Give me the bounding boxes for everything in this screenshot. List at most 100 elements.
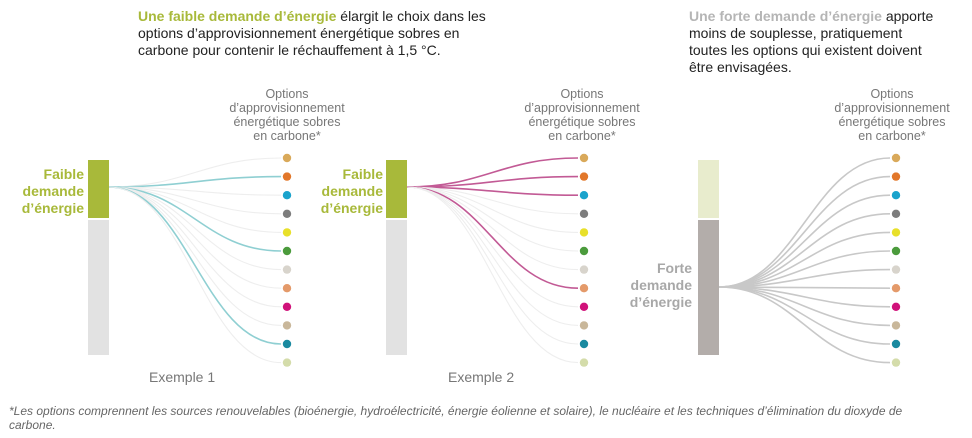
example-1-connection-line-8 xyxy=(108,186,282,289)
example-2-connection-line-1 xyxy=(406,157,579,188)
options-label-line: Options xyxy=(265,87,309,101)
example-1-connection-line-7 xyxy=(108,186,282,271)
example-2-connection-line-7 xyxy=(406,186,579,271)
example-2-connection-line-2 xyxy=(406,175,579,188)
demand-label-line: demande xyxy=(321,183,383,199)
example-1-connection-line-12 xyxy=(108,186,282,364)
demand-label-line: demande xyxy=(22,183,84,199)
demand-label-line: Faible xyxy=(43,166,84,182)
options-label-line: d’approvisionnement xyxy=(229,101,345,115)
high-demand-connection-line-6 xyxy=(718,250,891,288)
high-demand-bar-upper xyxy=(698,160,719,218)
high-demand-connection-line-11 xyxy=(718,286,891,345)
options-label-3: Options d’approvisionnement énergétique … xyxy=(812,87,972,143)
example-2-connection-line-3 xyxy=(406,186,579,196)
demand-label-line: Forte xyxy=(657,260,692,276)
example-1-option-dot-3 xyxy=(282,191,292,200)
example-1-option-dot-12 xyxy=(282,358,292,367)
high-demand-option-dot-1 xyxy=(891,153,901,163)
high-demand-option-dot-11 xyxy=(891,339,901,349)
example-1-connection-line-11 xyxy=(108,186,282,345)
caption-low-demand-highlight: Une faible demande d’énergie xyxy=(138,8,337,24)
low-demand-label-2: Faible demande d’énergie xyxy=(303,166,383,217)
example-2-option-dot-3 xyxy=(579,191,589,200)
options-label-line: énergétique sobres xyxy=(528,115,636,129)
example-1-connection-line-4 xyxy=(108,186,282,215)
options-label-line: Options xyxy=(560,87,604,101)
example-2-option-dot-12 xyxy=(579,358,589,367)
caption-low-demand: Une faible demande d’énergie élargit le … xyxy=(138,8,498,59)
example-2-option-dot-2 xyxy=(579,172,589,181)
high-demand-connection-line-5 xyxy=(718,231,891,288)
high-demand-option-dot-12 xyxy=(891,358,901,367)
example-2-option-dot-5 xyxy=(579,228,589,237)
example-1-option-dot-10 xyxy=(282,321,292,330)
high-demand-connection-line-12 xyxy=(718,286,891,364)
options-label-2: Options d’approvisionnement énergétique … xyxy=(502,87,662,143)
example-2-option-dot-9 xyxy=(579,302,589,311)
example-1-connection-line-3 xyxy=(108,186,282,196)
caption-high-demand-highlight: Une forte demande d’énergie xyxy=(689,8,882,24)
high-demand-connection-line-4 xyxy=(718,213,891,288)
high-demand-bar-lower xyxy=(698,220,719,355)
options-label-line: Options xyxy=(870,87,914,101)
example-2-option-dot-1 xyxy=(579,153,589,163)
high-demand-option-dot-10 xyxy=(891,321,901,330)
example-2-option-dot-10 xyxy=(579,321,589,330)
options-label-line: en carbone* xyxy=(858,129,926,143)
demand-label-line: d’énergie xyxy=(629,294,692,310)
example-1-bar-upper xyxy=(88,160,109,218)
options-label-line: en carbone* xyxy=(253,129,321,143)
options-label-1: Options d’approvisionnement énergétique … xyxy=(207,87,367,143)
high-demand-connection-line-2 xyxy=(718,175,891,288)
options-label-line: d’approvisionnement xyxy=(834,101,950,115)
footnote: *Les options comprennent les sources ren… xyxy=(9,404,903,432)
example-2-label: Exemple 2 xyxy=(448,369,515,385)
caption-high-demand-text: apporte moins de souplesse, pratiquement… xyxy=(689,8,934,75)
example-1-connection-line-6 xyxy=(108,186,282,252)
example-2-connection-line-4 xyxy=(406,186,579,215)
example-2-option-dot-7 xyxy=(579,265,589,274)
high-demand-option-dot-6 xyxy=(891,246,901,256)
example-1-option-dot-6 xyxy=(282,246,292,256)
example-1-option-dot-4 xyxy=(282,209,292,218)
example-1-connection-line-10 xyxy=(108,186,282,326)
example-2-connection-line-6 xyxy=(406,186,579,252)
high-demand-option-dot-4 xyxy=(891,209,901,218)
high-demand-option-dot-5 xyxy=(891,228,901,237)
example-2-option-dot-4 xyxy=(579,209,589,218)
high-demand-option-dot-8 xyxy=(891,284,901,293)
options-label-line: énergétique sobres xyxy=(233,115,341,129)
example-2-option-dot-11 xyxy=(579,339,589,349)
example-2-connection-line-10 xyxy=(406,186,579,326)
high-demand-label: Forte demande d’énergie xyxy=(612,260,692,311)
example-1-option-dot-1 xyxy=(282,153,292,163)
example-2-connection-line-12 xyxy=(406,186,579,364)
demand-label-line: demande xyxy=(630,277,692,293)
caption-low-demand-text: élargit le choix dans les options d’appr… xyxy=(138,8,486,58)
example-2-connection-line-5 xyxy=(406,186,579,233)
example-1-option-dot-8 xyxy=(282,284,292,293)
demand-label-line: Faible xyxy=(342,166,383,182)
example-2-bar-lower xyxy=(386,220,407,355)
high-demand-connection-line-7 xyxy=(718,268,891,288)
example-1-option-dot-5 xyxy=(282,228,292,237)
high-demand-option-dot-3 xyxy=(891,191,901,200)
example-1-option-dot-2 xyxy=(282,172,292,181)
high-demand-connection-line-3 xyxy=(718,194,891,288)
example-2-connection-line-11 xyxy=(406,186,579,345)
example-1-connection-line-2 xyxy=(108,175,282,188)
caption-high-demand: Une forte demande d’énergie apporte moin… xyxy=(689,8,939,76)
example-1-option-dot-9 xyxy=(282,302,292,311)
example-1-bar-lower xyxy=(88,220,109,355)
example-1-connection-line-9 xyxy=(108,186,282,308)
options-label-line: énergétique sobres xyxy=(838,115,946,129)
options-label-line: en carbone* xyxy=(548,129,616,143)
example-2-option-dot-8 xyxy=(579,284,589,293)
demand-label-line: d’énergie xyxy=(21,200,84,216)
energy-options-diagram xyxy=(88,153,901,367)
example-1-connection-line-1 xyxy=(108,157,282,188)
example-1-option-dot-11 xyxy=(282,339,292,349)
high-demand-connection-line-1 xyxy=(718,157,891,288)
low-demand-label-1: Faible demande d’énergie xyxy=(4,166,84,217)
